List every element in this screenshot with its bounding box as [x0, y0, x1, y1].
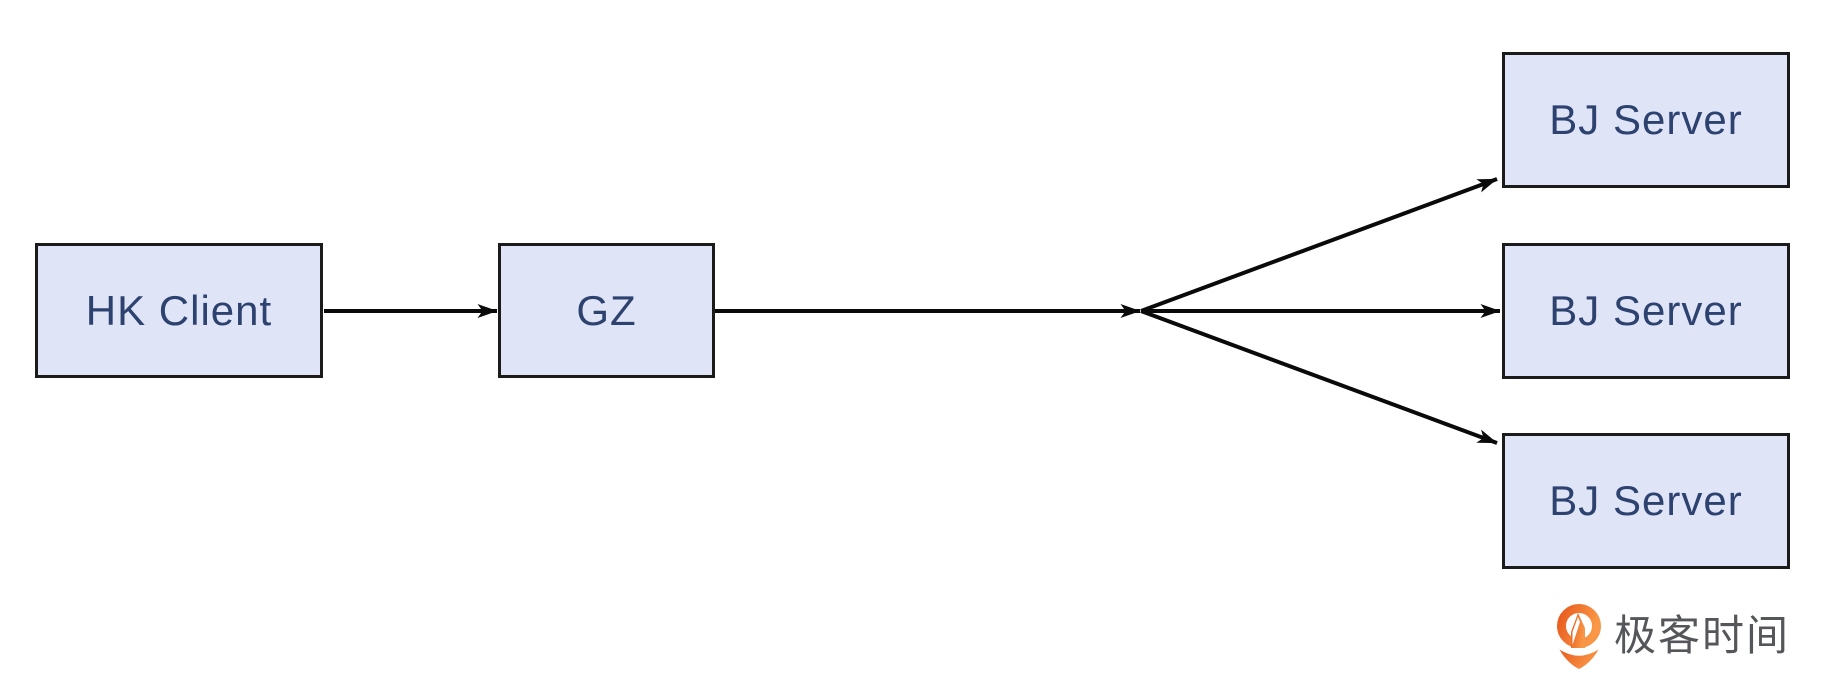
brand-logo: 极客时间: [1556, 601, 1790, 671]
brand-logo-text: 极客时间: [1614, 612, 1791, 659]
node-bj-server-2-label: BJ Server: [1549, 287, 1743, 334]
node-gz-label: GZ: [576, 286, 637, 334]
node-hk-client-label: HK Client: [85, 286, 273, 334]
node-bj-server-3: BJ Server: [1502, 433, 1790, 569]
edge-fanout-to-bj-server-1: [1140, 177, 1498, 313]
node-bj-server-1: BJ Server: [1502, 52, 1790, 188]
geektime-pin-icon: [1557, 604, 1601, 669]
node-hk-client: HK Client: [35, 243, 323, 378]
node-bj-server-2: BJ Server: [1502, 243, 1790, 379]
node-gz: GZ: [498, 243, 715, 378]
node-bj-server-3-label: BJ Server: [1549, 477, 1743, 524]
edge-fanout-to-bj-server-3: [1140, 309, 1498, 445]
node-bj-server-1-label: BJ Server: [1549, 96, 1743, 143]
